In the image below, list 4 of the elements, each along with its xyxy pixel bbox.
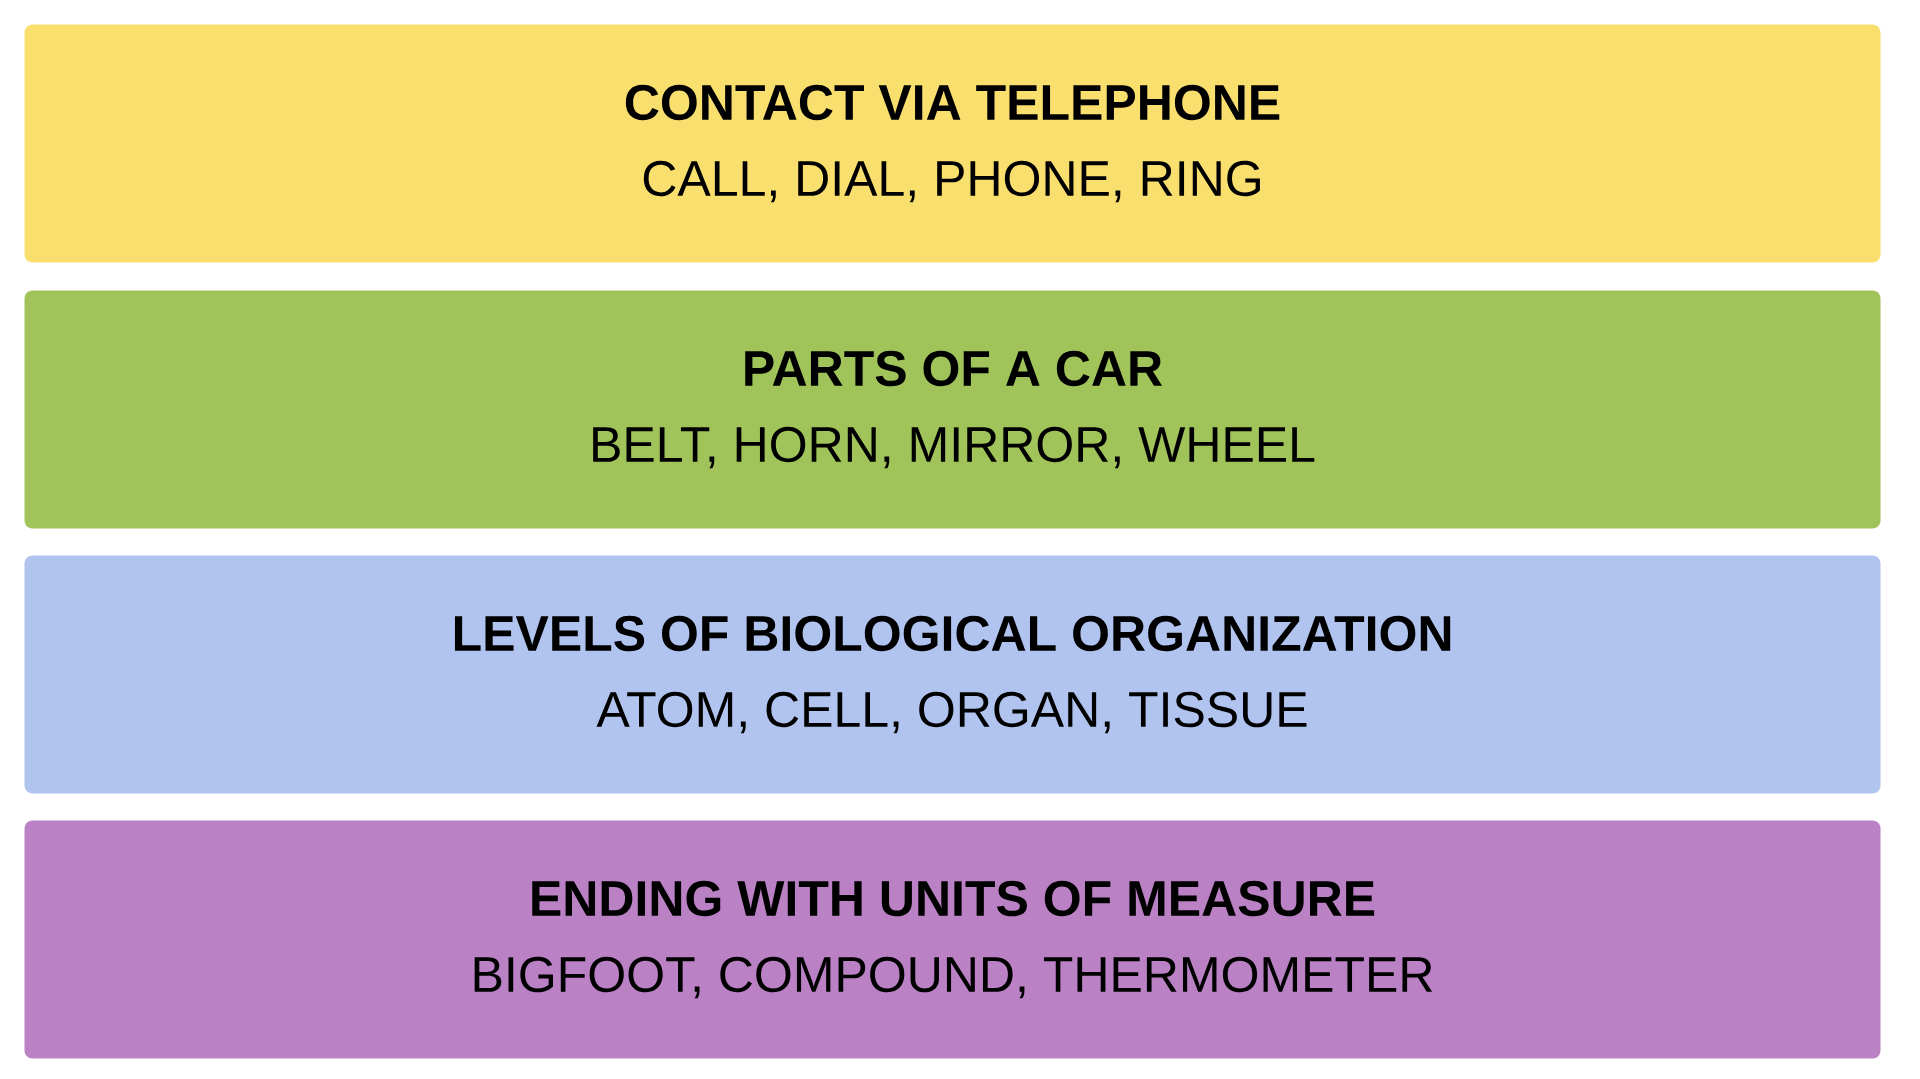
category-band: ENDING WITH UNITS OF MEASURE BIGFOOT, COMPOUND, THERMOMETER — [24, 820, 1881, 1059]
category-band: PARTS OF A CAR BELT, HORN, MIRROR, WHEEL — [24, 290, 1881, 529]
category-band: CONTACT VIA TELEPHONE CALL, DIAL, PHONE, RING — [24, 24, 1881, 263]
category-band: LEVELS OF BIOLOGICAL ORGANIZATION ATOM, CELL, ORGAN, TISSUE — [24, 555, 1881, 794]
